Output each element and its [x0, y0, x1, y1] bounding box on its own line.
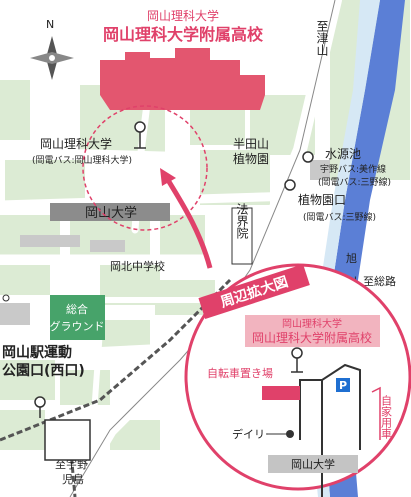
- undo-label: 岡山駅運動: [2, 344, 72, 361]
- undo-pin-icon: [34, 396, 46, 418]
- to-tsuyama-label: 至津山: [315, 20, 329, 56]
- inset-campus-road: [321, 363, 361, 497]
- compass-icon: [30, 36, 74, 80]
- to-uno-label-2: 児島: [62, 472, 84, 486]
- parking-badge: [336, 378, 350, 392]
- inset-high-school-label: 岡山理科大学附属高校: [252, 330, 372, 345]
- arrow-head-icon: [160, 168, 176, 186]
- sogo-label: 総合: [66, 302, 88, 316]
- suigenchi-pin-icon: [302, 151, 314, 163]
- okayama-univ-label: 岡山大学: [85, 205, 137, 221]
- campus-area-circle: [82, 105, 208, 231]
- staff-parking-label: 自家用車: [380, 395, 393, 440]
- shokubutsuen-pin-icon: [284, 179, 296, 191]
- suigenchi-bus1-label: 宇野バス:美作線: [320, 163, 386, 175]
- parking-letter: P: [339, 379, 347, 392]
- daily-store-icon: [286, 430, 294, 438]
- zoom-arrow: [165, 178, 213, 269]
- sogo-label-2: グラウンド: [50, 319, 105, 333]
- inset-okayama-univ-band: [268, 455, 358, 473]
- north-letter: N: [46, 18, 54, 31]
- inset-bus-stop-pin-icon: [291, 347, 303, 373]
- gray-blocks: [0, 160, 330, 325]
- bike-parking-area: [262, 386, 300, 400]
- shokubutsuen-label: 植物園口: [298, 192, 346, 207]
- okakita-label: 岡北中学校: [110, 259, 165, 273]
- okayama-rika-bus-label: (岡電バス:岡山理科大学): [32, 154, 132, 166]
- sogo-ground: [50, 295, 105, 340]
- suigenchi-label: 水源池: [325, 147, 361, 161]
- hokaiin-label: 法界院: [235, 203, 249, 239]
- handayama-label-2: 植物園: [233, 151, 269, 166]
- header-school-label: 岡山理科大学附属高校: [103, 25, 264, 44]
- edge-dot: [2, 294, 10, 302]
- daily-label: デイリー: [232, 427, 276, 441]
- header-univ-label: 岡山理科大学: [147, 8, 219, 23]
- railway-line: [0, 278, 232, 442]
- high-school-building: [100, 48, 265, 110]
- suigenchi-bus2-label: (岡電バス:三野線): [318, 176, 391, 188]
- station-box: [44, 419, 91, 461]
- undo-label-2: 公園口(西口): [2, 363, 85, 379]
- staff-parking-arrow: [371, 386, 381, 440]
- okayama-rika-label: 岡山理科大学: [40, 136, 112, 151]
- inset-campus-road-2: [299, 379, 322, 440]
- handayama-label: 半田山: [233, 137, 269, 151]
- inset-high-school-building: [245, 315, 380, 347]
- bike-parking-label: 自転車置き場: [207, 366, 273, 380]
- to-kodo-label: 至総路: [363, 274, 396, 288]
- hokaiin-station-badge: 法界院: [231, 203, 253, 265]
- bus-stop-pin-icon: [134, 121, 146, 149]
- to-uno-label: 至宇野: [55, 458, 88, 471]
- okayama-univ-band: [50, 203, 170, 221]
- inset-univ-label: 岡山理科大学: [282, 317, 342, 330]
- asahi-label: 旭: [346, 251, 357, 265]
- shokubutsuen-bus-label: (岡電バス:三野線): [303, 211, 376, 223]
- inset-okayama-univ-label: 岡山大学: [291, 457, 335, 471]
